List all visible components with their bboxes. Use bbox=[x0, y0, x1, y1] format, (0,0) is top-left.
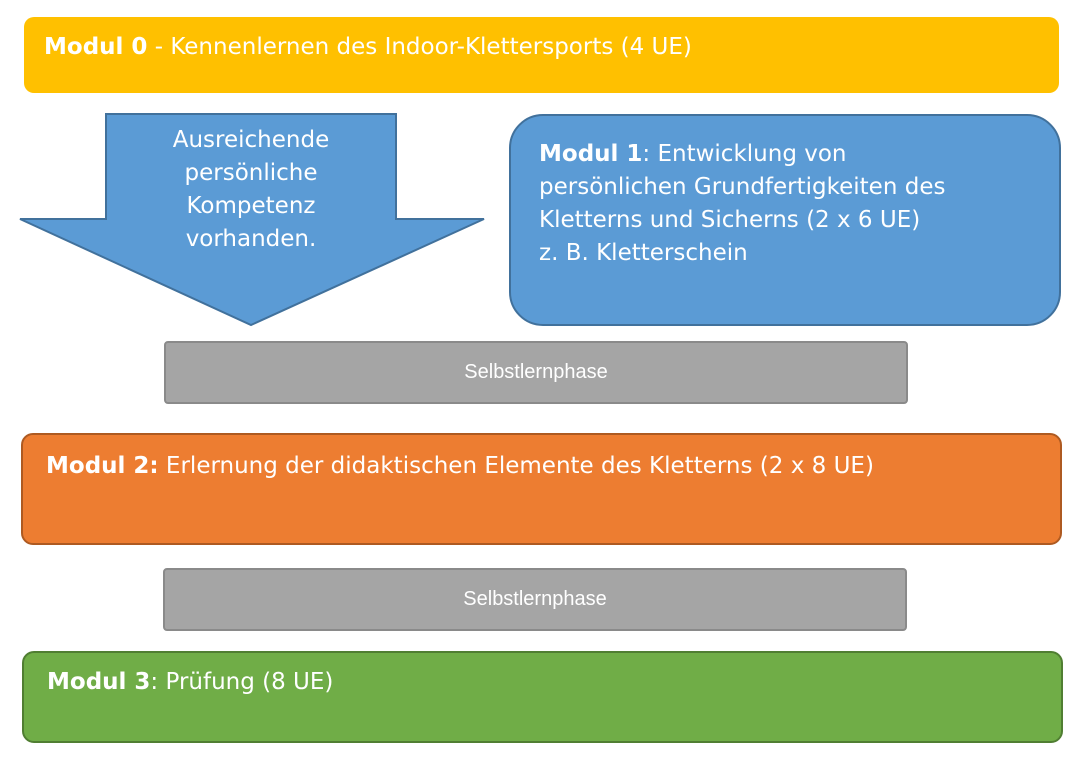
arrow-text-line: Ausreichende bbox=[172, 127, 330, 153]
modul-1-box: Modul 1: Entwicklung von persönlichen Gr… bbox=[509, 114, 1061, 326]
modul-2-text: Erlernung der didaktischen Elemente des … bbox=[158, 453, 874, 479]
modul-1-text: persönlichen Grundfertigkeiten des bbox=[539, 174, 946, 200]
modul-2-title: Modul 2: bbox=[46, 453, 159, 479]
modul-3-title: Modul 3 bbox=[47, 669, 151, 695]
down-arrow-icon bbox=[19, 113, 485, 327]
down-arrow: Ausreichende persönliche Kompetenz vorha… bbox=[16, 112, 488, 328]
arrow-text: Ausreichende persönliche Kompetenz vorha… bbox=[106, 124, 396, 256]
modul-0-box: Modul 0 - Kennenlernen des Indoor-Klette… bbox=[24, 17, 1059, 93]
selbstlernphase-label: Selbstlernphase bbox=[464, 361, 608, 383]
modul-3-text: : Prüfung (8 UE) bbox=[150, 669, 334, 695]
modul-3-box: Modul 3: Prüfung (8 UE) bbox=[22, 651, 1063, 743]
modul-1-example: z. B. Kletterschein bbox=[539, 240, 748, 266]
modul-1-title: Modul 1 bbox=[539, 141, 643, 167]
modul-0-text: - Kennenlernen des Indoor-Klettersports … bbox=[147, 34, 692, 60]
arrow-text-line: Kompetenz bbox=[186, 193, 316, 219]
arrow-text-line: persönliche bbox=[184, 160, 318, 186]
selbstlernphase-label: Selbstlernphase bbox=[463, 588, 607, 610]
modul-0-title: Modul 0 bbox=[44, 34, 148, 60]
selbstlernphase-box-1: Selbstlernphase bbox=[164, 341, 908, 404]
modul-1-text: Kletterns und Sicherns (2 x 6 UE) bbox=[539, 207, 921, 233]
modul-1-text: : Entwicklung von bbox=[642, 141, 847, 167]
modul-2-box: Modul 2: Erlernung der didaktischen Elem… bbox=[21, 433, 1062, 545]
selbstlernphase-box-2: Selbstlernphase bbox=[163, 568, 907, 631]
arrow-text-line: vorhanden. bbox=[185, 226, 317, 252]
